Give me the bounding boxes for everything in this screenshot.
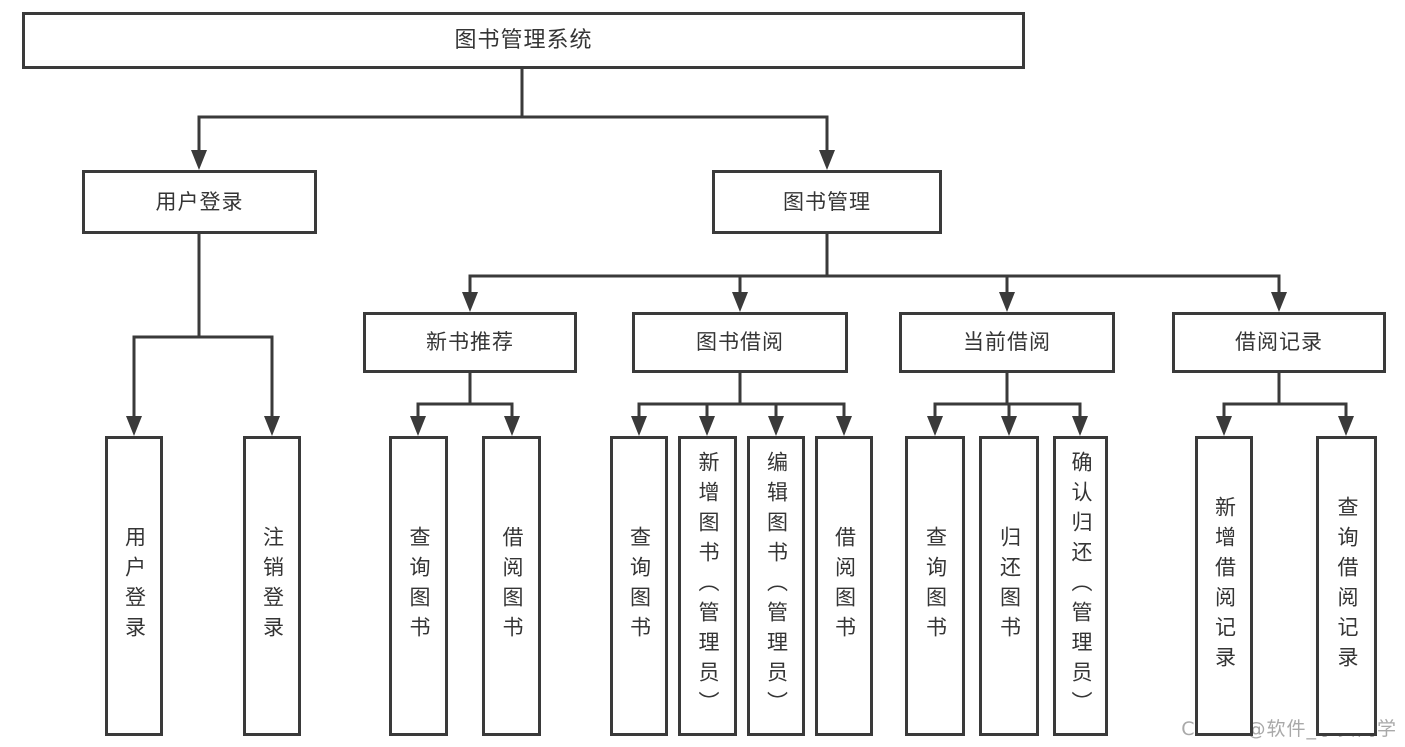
- node-leaf-bb-borrow-book: 借阅图书: [815, 436, 873, 736]
- node-leaf-rec-borrow-book: 借阅图书: [482, 436, 541, 736]
- node-system: 图书管理系统: [22, 12, 1025, 69]
- node-new-book-recommend: 新书推荐: [363, 312, 577, 373]
- node-book-borrowing: 图书借阅: [632, 312, 848, 373]
- node-leaf-br-add-record: 新增借阅记录: [1195, 436, 1253, 736]
- node-current-borrowing: 当前借阅: [899, 312, 1115, 373]
- node-leaf-cb-confirm: 确认归还（管理员）: [1053, 436, 1108, 736]
- node-leaf-user-login: 用户登录: [105, 436, 163, 736]
- node-borrowing-records: 借阅记录: [1172, 312, 1386, 373]
- node-user-login: 用户登录: [82, 170, 317, 234]
- node-leaf-cb-return-book: 归还图书: [979, 436, 1039, 736]
- node-leaf-logout: 注销登录: [243, 436, 301, 736]
- node-book-management: 图书管理: [712, 170, 942, 234]
- node-leaf-cb-query-book: 查询图书: [905, 436, 965, 736]
- node-leaf-rec-query-book: 查询图书: [389, 436, 448, 736]
- node-leaf-bb-add-book: 新增图书（管理员）: [678, 436, 737, 736]
- node-leaf-br-query-record: 查询借阅记录: [1316, 436, 1377, 736]
- node-leaf-bb-query-book: 查询图书: [610, 436, 668, 736]
- node-leaf-bb-edit-book: 编辑图书（管理员）: [747, 436, 805, 736]
